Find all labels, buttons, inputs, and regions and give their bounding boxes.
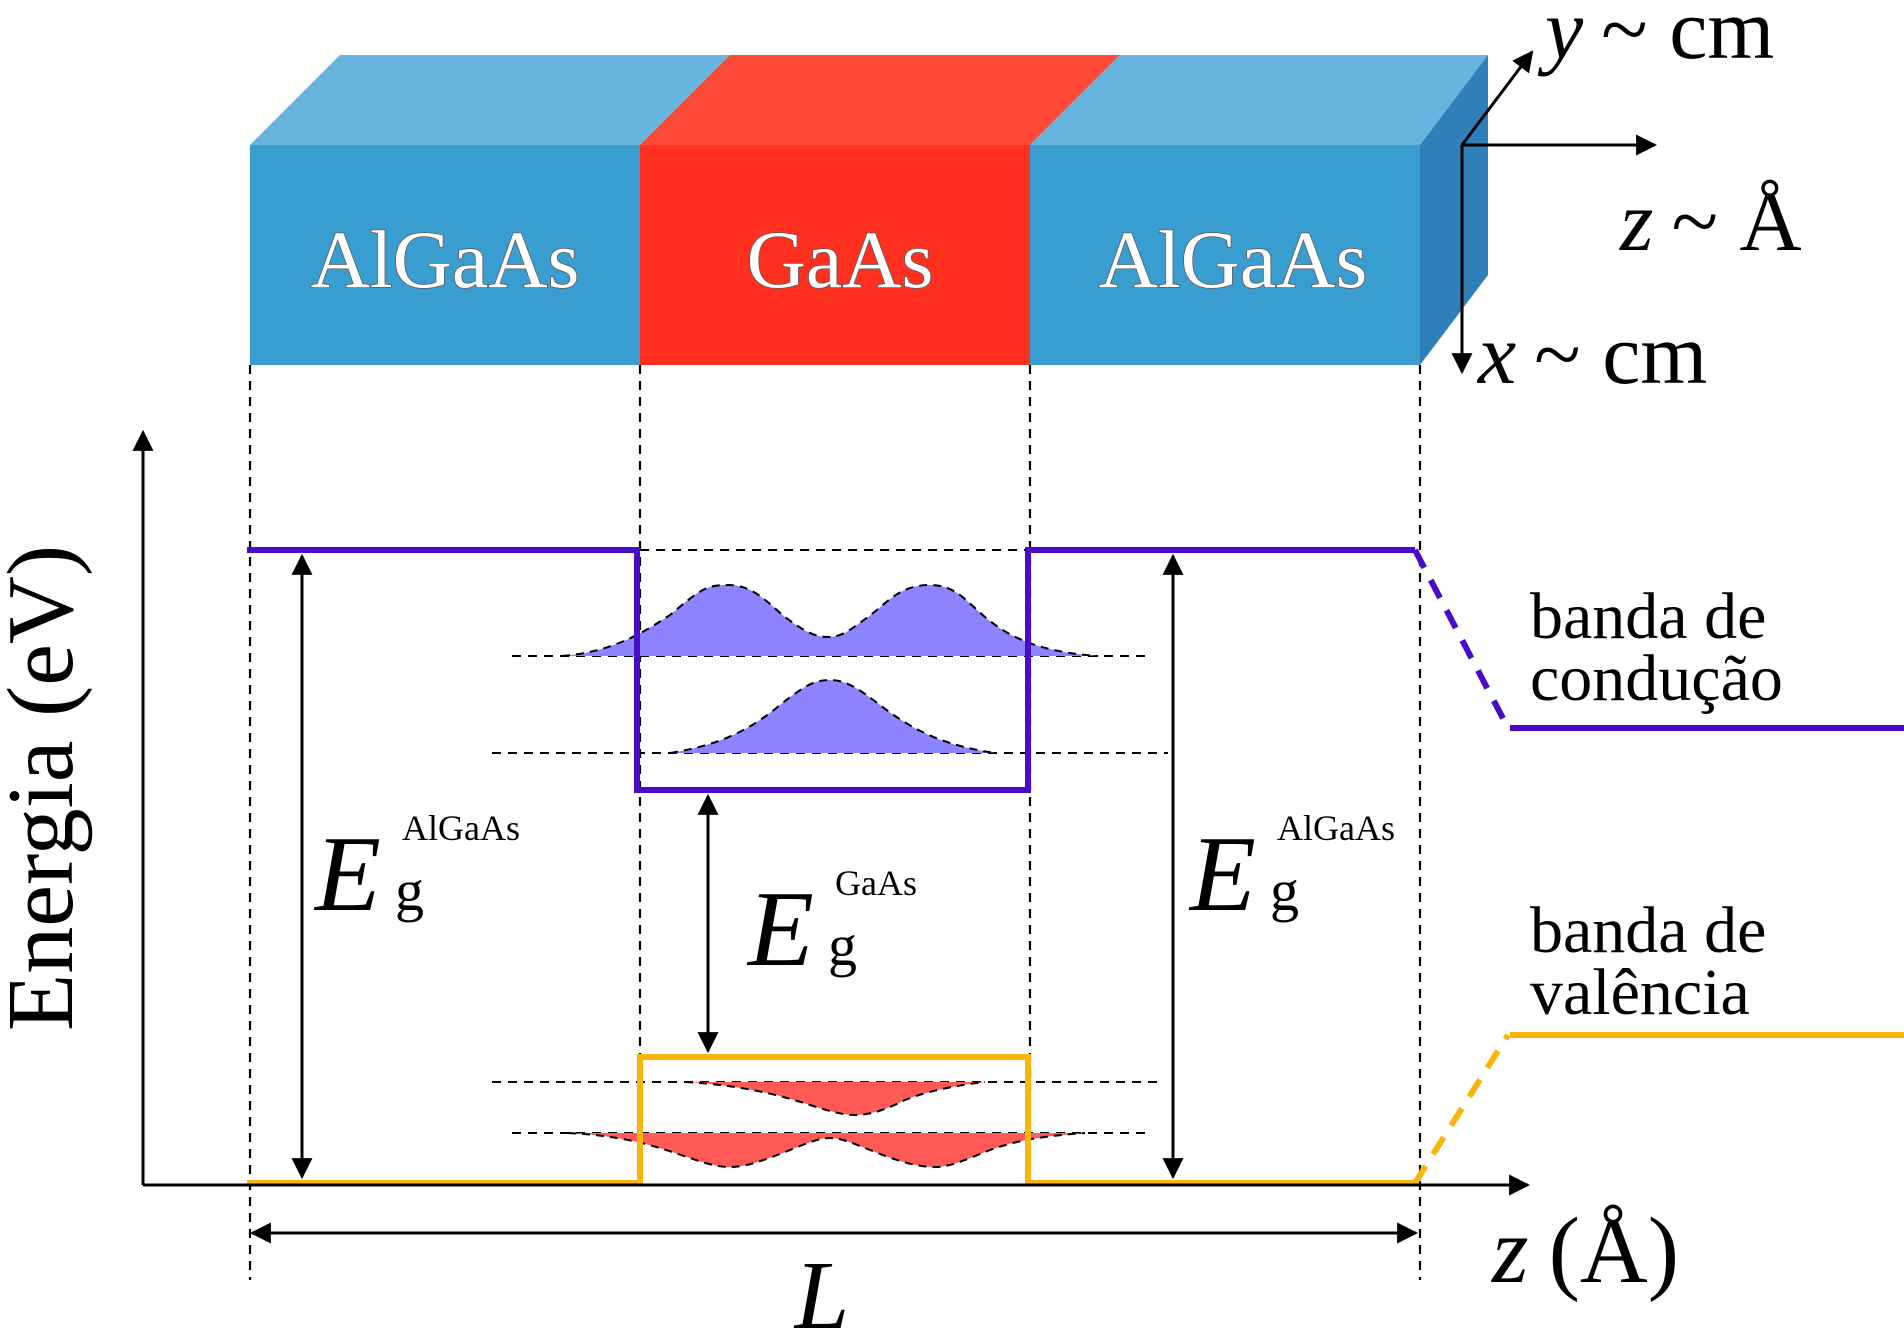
interface-guides (248, 365, 1422, 1280)
y-axis-arrow (1460, 50, 1534, 146)
hole-wavefunction-2 (568, 1133, 1085, 1167)
electron-wavefunction-2 (562, 585, 1098, 656)
layer-center-top (640, 55, 1120, 145)
hole-wavefunction-1 (685, 1082, 985, 1115)
electron-wavefunction-2-outline (561, 583, 1099, 657)
layer-left-top (250, 55, 730, 145)
legend-conduction-line2: condução (1530, 642, 1783, 715)
plot-axes (132, 429, 1531, 1196)
electron-wavefunctions (561, 583, 1099, 754)
electron-wavefunction-1-outline (669, 678, 996, 754)
gap-center-sup: GaAs (835, 863, 917, 903)
conduction-band-ramp-dashed (1412, 548, 1511, 730)
coord-x-label: x~ cm (1476, 306, 1707, 402)
gap-label-right: E g AlGaAs (1188, 808, 1395, 934)
gap-left-sup: AlGaAs (402, 808, 520, 848)
layer-right-top (1030, 55, 1488, 145)
conduction-band-edge (247, 547, 1415, 793)
legend-valence-line2: valência (1530, 956, 1750, 1029)
valence-band-ramp-dashed (1412, 1033, 1511, 1185)
coord-z-label: z~ Å (1619, 173, 1802, 269)
gap-center-symbol: E (746, 870, 814, 989)
gap-arrows (249, 553, 1419, 1244)
valence-band-edge (247, 1054, 1415, 1186)
legend-conduction-line1: banda de (1530, 580, 1766, 653)
gap-left-sub: g (395, 858, 424, 923)
gap-label-center: E g GaAs (746, 863, 917, 989)
energy-axis-label: Energia (eV) (0, 545, 93, 1031)
layer-right-front (1030, 145, 1420, 365)
length-label: L (793, 1242, 850, 1332)
gap-label-left: E g AlGaAs (313, 808, 520, 934)
layer-left-front (250, 145, 640, 365)
legend-valence-line1: banda de (1530, 894, 1766, 967)
gap-left-symbol: E (313, 815, 381, 934)
hole-wavefunctions (567, 1081, 1086, 1169)
gap-right-symbol: E (1188, 815, 1256, 934)
coordinate-system (1451, 50, 1658, 375)
hole-wavefunction-1-outline (684, 1081, 986, 1117)
layer-label-left: AlGaAs (311, 214, 580, 305)
z-axis-label: z(Å) (1490, 1199, 1679, 1303)
layer-label-center: GaAs (747, 214, 934, 305)
coord-y-label: y~ cm (1537, 0, 1774, 77)
gap-right-sub: g (1270, 858, 1299, 923)
hole-wavefunction-2-outline (567, 1132, 1086, 1169)
gap-center-sub: g (828, 913, 857, 978)
heterostructure-block: AlGaAs GaAs AlGaAs (250, 55, 1488, 365)
layer-label-right: AlGaAs (1099, 214, 1368, 305)
gap-right-sup: AlGaAs (1277, 808, 1395, 848)
electron-wavefunction-1 (670, 680, 995, 753)
layer-center-front (640, 145, 1030, 365)
